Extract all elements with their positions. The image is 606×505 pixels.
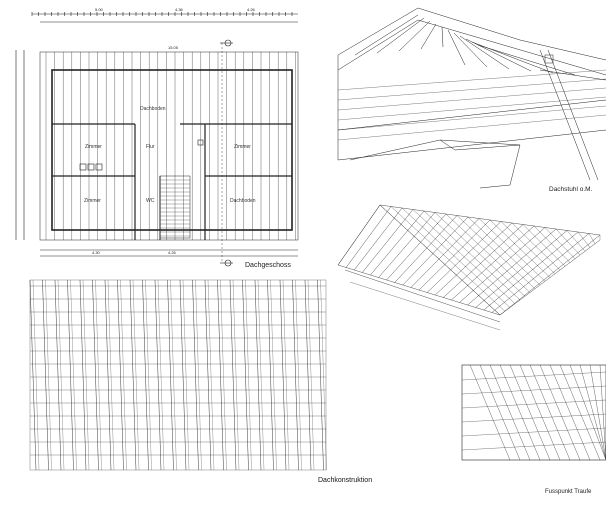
dim-overall: 15.05 [168, 45, 179, 50]
dim-bottom-1: 4.30 [92, 250, 101, 255]
construction-title: Dachkonstruktion [318, 477, 372, 484]
eaves-detail [461, 364, 606, 461]
interior-perspective [337, 7, 606, 189]
room-dachboden-bottom-right: Dachboden [230, 198, 256, 204]
construction-plan [29, 279, 327, 471]
roof-perspective [337, 204, 601, 331]
dim-bottom-2: 4.26 [168, 250, 177, 255]
room-flur: Flur [146, 144, 155, 150]
dim-top-2: 4.36 [175, 7, 184, 12]
room-zimmer-left: Zimmer [85, 144, 102, 150]
floor-plan-title: Dachgeschoss [245, 262, 291, 269]
dim-top-3: 4.26 [247, 7, 256, 12]
floor-plan [15, 12, 299, 267]
interior-title: Dachstuhl o.M. [549, 186, 593, 193]
room-zimmer-right: Zimmer [234, 144, 251, 150]
room-zimmer-bottom-left: Zimmer [84, 198, 101, 204]
dim-top-1: 5.00 [95, 7, 104, 12]
room-dachboden-top: Dachboden [140, 106, 166, 112]
room-wc: WC [146, 198, 155, 204]
detail-title: Fusspunkt Traufe [545, 489, 592, 495]
